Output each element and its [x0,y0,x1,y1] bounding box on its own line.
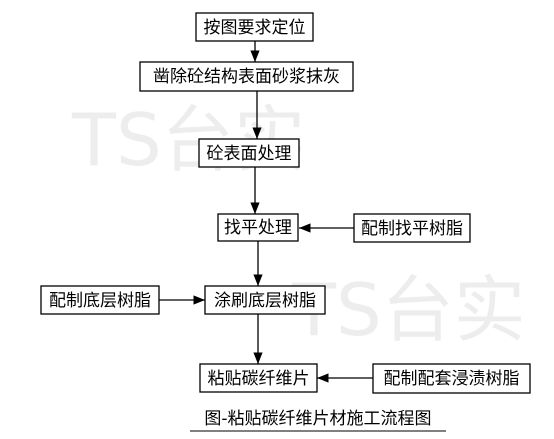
node-primer-resin-box [40,285,160,315]
node-surface-label: 砼表面处理 [207,144,292,164]
diagram-caption: 图-粘贴碳纤维片材施工流程图 [204,409,431,429]
node-saturant-resin-label: 配制配套浸渍树脂 [384,369,520,389]
node-saturant-resin: 配制配套浸渍树脂 [372,363,531,394]
node-paste: 粘贴碳纤维片 [199,363,318,393]
node-primer-resin-label: 配制底层树脂 [49,291,151,311]
node-paste-label: 粘贴碳纤维片 [208,369,310,389]
node-locate: 按图要求定位 [195,12,314,42]
node-chisel-box [139,61,354,92]
watermark-bottom: TS台实 [291,268,526,352]
node-saturant-resin-box [372,363,531,394]
node-level-resin-box [353,213,471,243]
node-primer-label: 涂刷底层树脂 [214,291,316,311]
node-surface: 砼表面处理 [198,138,300,168]
node-locate-box [195,12,314,42]
node-primer-box [204,285,326,315]
node-level-resin: 配制找平树脂 [353,213,471,243]
node-level: 找平处理 [217,213,299,242]
node-chisel-label: 凿除砼结构表面砂浆抹灰 [153,67,340,87]
node-locate-label: 按图要求定位 [204,18,306,38]
node-primer-resin: 配制底层树脂 [40,285,160,315]
node-primer: 涂刷底层树脂 [204,285,326,315]
node-surface-box [198,138,300,168]
node-level-resin-label: 配制找平树脂 [361,219,463,239]
node-level-label: 找平处理 [224,218,292,238]
node-paste-box [199,363,318,393]
node-chisel: 凿除砼结构表面砂浆抹灰 [139,61,354,92]
